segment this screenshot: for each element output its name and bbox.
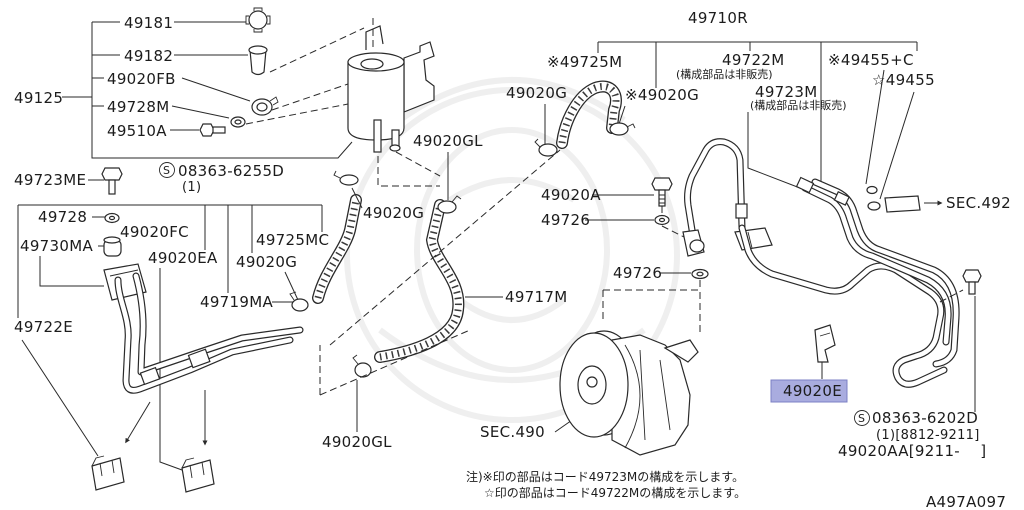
bracket-line xyxy=(597,41,918,182)
s-mark: S xyxy=(858,412,865,425)
bolt-part xyxy=(962,269,982,295)
callout-49020g: 49020G xyxy=(236,253,297,271)
reservoir-dashed-lines xyxy=(245,18,441,187)
callout-49020a: 49020A xyxy=(541,186,601,204)
callout-49125: 49125 xyxy=(14,89,63,107)
suction-hose-part xyxy=(374,199,465,363)
not-sold-note: (構成部品は非販売) xyxy=(750,98,847,112)
callout-49722m: 49722M xyxy=(722,51,784,69)
callout-49722e: 49722E xyxy=(14,318,73,336)
leader-line xyxy=(21,179,299,471)
s-mark-circle xyxy=(854,410,870,426)
callout-49728: 49728 xyxy=(38,208,87,226)
callout-49726: 49726 xyxy=(613,264,662,282)
callout-49719ma: 49719MA xyxy=(200,293,273,311)
drawing-code: A497A097 xyxy=(926,493,1006,510)
callout-49723me: 49723ME xyxy=(14,171,86,189)
section-ref-490: SEC.490 xyxy=(480,423,545,441)
callout-49020fb: 49020FB xyxy=(107,70,176,88)
callout-49020g: 49020G xyxy=(506,84,567,102)
footnote: ☆印の部品はコード49722Mの構成を示します。 xyxy=(484,485,746,500)
callout-49020fc: 49020FC xyxy=(120,223,189,241)
bracket-line xyxy=(17,204,323,318)
callout-49020e[interactable]: 49020E xyxy=(783,382,842,400)
direction-arrow xyxy=(125,401,151,444)
pipe-assembly-lines xyxy=(17,179,323,471)
not-sold-note: (構成部品は非販売) xyxy=(676,67,773,81)
callout-08363-6255d: 08363-6255D xyxy=(178,162,284,180)
right-bracket-lines xyxy=(544,41,918,379)
callout-49725mc: 49725MC xyxy=(256,231,329,249)
leader-line xyxy=(170,21,251,131)
pressure-hose-part xyxy=(556,80,622,149)
dashed-line xyxy=(939,289,964,303)
callout-49020gl: 49020GL xyxy=(413,132,483,150)
reservoir-cap-part xyxy=(245,7,271,33)
washer-part xyxy=(230,116,246,128)
callout-49710r: 49710R xyxy=(688,9,748,27)
sec492-bracket-part xyxy=(866,185,921,213)
callout-49020g-ref: ※49020G xyxy=(625,86,699,104)
hose-clamp-part xyxy=(333,170,359,186)
banjo-fitting-part xyxy=(682,229,705,257)
leader-line xyxy=(544,69,915,379)
return-hose-part xyxy=(312,194,362,304)
washer-part xyxy=(654,214,670,226)
bolt-part xyxy=(651,177,673,207)
hose-clamp-part xyxy=(534,138,558,157)
hose-clamp-part xyxy=(352,354,372,378)
hose-clamp-part xyxy=(609,122,636,136)
callout-49510a: 49510A xyxy=(107,122,167,140)
callout-49020aa: 49020AA[9211- ] xyxy=(838,442,986,460)
washer-part xyxy=(691,268,709,280)
callout-49455c-ref: ※49455+C xyxy=(828,51,914,69)
pressure-pipe-part xyxy=(684,138,748,240)
callout-49730ma: 49730MA xyxy=(20,237,93,255)
callout-08363-6202d: 08363-6202D xyxy=(872,409,978,427)
leader-line xyxy=(351,152,576,433)
s-mark: S xyxy=(163,164,170,177)
power-steering-pump-part xyxy=(559,330,699,456)
section-ref-492: SEC.492 xyxy=(946,194,1011,212)
callout-49020ea: 49020EA xyxy=(148,249,218,267)
callout-49020gl: 49020GL xyxy=(322,433,392,451)
hose-clamp-part xyxy=(289,291,309,312)
bolt-part xyxy=(199,123,226,137)
callout-49726: 49726 xyxy=(541,211,590,229)
callout-49728m: 49728M xyxy=(107,98,169,116)
callout-quantity: (1) xyxy=(182,180,201,195)
bolt-part xyxy=(101,167,123,195)
pipe-clip-part xyxy=(181,457,215,493)
reservoir-part xyxy=(347,25,435,153)
centre-lines xyxy=(319,149,701,433)
hose-clamp-part xyxy=(437,195,462,214)
callout-49020g: 49020G xyxy=(363,204,424,222)
power-steering-pipes xyxy=(114,272,304,394)
callout-49725m: ※49725M xyxy=(547,53,622,71)
callout-49717m: 49717M xyxy=(505,288,567,306)
grommet-part xyxy=(103,236,122,257)
dashed-line xyxy=(319,149,701,396)
strainer-part xyxy=(248,45,268,76)
s-mark-circle xyxy=(159,162,175,178)
callout-49182: 49182 xyxy=(124,47,173,65)
highlighted-callout-box[interactable] xyxy=(770,379,848,403)
callout-49181: 49181 xyxy=(124,14,173,32)
watermark-emblem xyxy=(344,77,680,423)
reservoir-bracket-lines xyxy=(62,21,353,159)
leader-line xyxy=(62,21,120,107)
callout-quantity-range: (1)[8812-9211] xyxy=(876,428,980,443)
hose-clamp-part xyxy=(251,96,279,116)
pipe-clip-part xyxy=(814,324,836,363)
callout-49455-star: ☆49455 xyxy=(872,71,935,89)
callout-49723m: 49723M xyxy=(755,83,817,101)
footnote: 注)※印の部品はコード49723Mの構成を示します。 xyxy=(466,469,744,484)
bracket-line xyxy=(91,22,353,159)
pipe-clip-part xyxy=(91,455,125,491)
cooler-pipes xyxy=(738,176,960,388)
washer-part xyxy=(104,212,120,224)
